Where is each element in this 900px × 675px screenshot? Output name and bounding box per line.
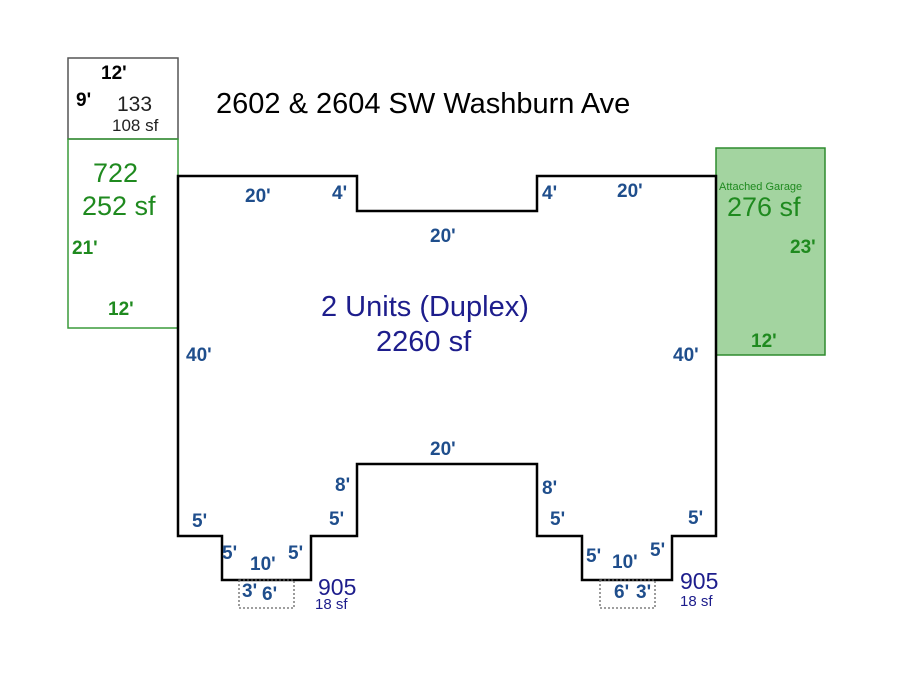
dim-br-bottom: 10' bbox=[612, 552, 638, 573]
dim-notch-right: 4' bbox=[542, 183, 557, 204]
dim-top-right: 20' bbox=[617, 181, 643, 202]
stoop-left-outline bbox=[238, 579, 295, 609]
porch-width: 12' bbox=[101, 63, 127, 84]
stoop-right-d1: 6' bbox=[614, 582, 629, 603]
dim-br-inner-right: 5' bbox=[650, 540, 665, 561]
porch-area: 108 sf bbox=[112, 116, 159, 135]
dim-left-side: 40' bbox=[186, 345, 212, 366]
left-addition-depth: 21' bbox=[72, 238, 98, 259]
main-area: 2260 sf bbox=[376, 326, 472, 358]
left-addition-width: 12' bbox=[108, 299, 134, 320]
dim-notch-bottom: 20' bbox=[430, 226, 456, 247]
garage-depth: 23' bbox=[790, 237, 816, 258]
dim-br-step: 5' bbox=[550, 509, 565, 530]
dim-bottom-center: 20' bbox=[430, 439, 456, 460]
dim-bl-inner-right: 5' bbox=[288, 543, 303, 564]
stoop-left-d1: 3' bbox=[242, 581, 257, 602]
dim-top-left: 20' bbox=[245, 186, 271, 207]
garage-area: 276 sf bbox=[727, 192, 801, 222]
dim-br-inner-left: 5' bbox=[586, 546, 601, 567]
dim-bottom-notch-right: 8' bbox=[542, 478, 557, 499]
dim-right-side: 40' bbox=[673, 345, 699, 366]
garage-outline bbox=[715, 147, 826, 356]
left-addition-code: 722 bbox=[93, 158, 138, 188]
garage-label: Attached Garage bbox=[719, 181, 802, 193]
dim-bl-step: 5' bbox=[192, 511, 207, 532]
dim-bottom-notch-left: 8' bbox=[335, 475, 350, 496]
stoop-right-area: 18 sf bbox=[680, 593, 713, 610]
dim-bl-step2: 5' bbox=[329, 509, 344, 530]
garage-width: 12' bbox=[751, 331, 777, 352]
main-label: 2 Units (Duplex) bbox=[321, 291, 529, 323]
dim-br-step2: 5' bbox=[688, 508, 703, 529]
stoop-right-d2: 3' bbox=[636, 582, 651, 603]
stoop-left-d2: 6' bbox=[262, 584, 277, 605]
porch-depth: 9' bbox=[76, 90, 91, 111]
stoop-right-code: 905 bbox=[680, 568, 718, 594]
stoop-left-code: 905 bbox=[318, 574, 356, 600]
stoop-right-outline bbox=[599, 579, 656, 609]
dim-notch-left: 4' bbox=[332, 183, 347, 204]
left-addition-area: 252 sf bbox=[82, 191, 156, 221]
dim-bl-inner-left: 5' bbox=[222, 543, 237, 564]
dim-bl-bottom: 10' bbox=[250, 554, 276, 575]
sketch-title: 2602 & 2604 SW Washburn Ave bbox=[216, 88, 630, 120]
porch-code: 133 bbox=[117, 93, 152, 116]
stoop-left-area: 18 sf bbox=[315, 596, 348, 613]
